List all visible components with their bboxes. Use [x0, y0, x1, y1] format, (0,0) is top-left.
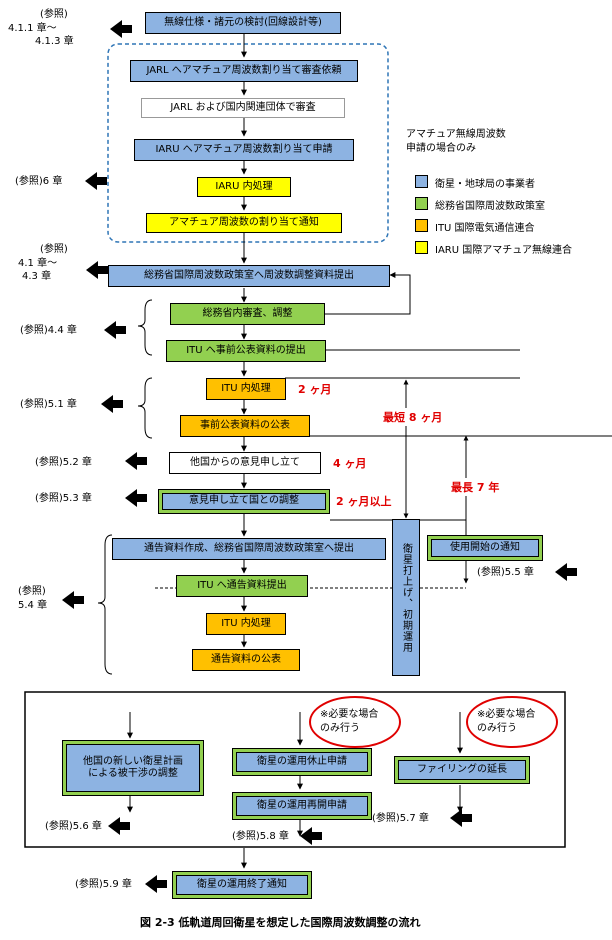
duration-max-7-years: 最長 7 年	[450, 478, 501, 496]
box-itu-process-2: ITU 内処理	[206, 613, 286, 635]
ref-5-6: (参照)5.6 章	[45, 821, 102, 832]
box-suspension-request: 衛星の運用休止申請	[232, 748, 372, 776]
legend-label-operator: 衛星・地球局の事業者	[435, 179, 535, 190]
ref-5-8: (参照)5.8 章	[232, 831, 289, 842]
box-itu-process-1: ITU 内処理	[206, 378, 286, 400]
ref-5-3: (参照)5.3 章	[35, 493, 92, 504]
box-mic-review: 総務省内審査、調整	[170, 303, 325, 325]
box-launch-initial-ops: 衛星打上げ、初期運用	[392, 519, 420, 676]
box-prepare-notification: 通告資料作成、総務省国際周波数政策室へ提出	[112, 538, 386, 560]
duration-min-8-months: 最短 8 ヶ月	[382, 408, 444, 426]
box-publish-api: 事前公表資料の公表	[180, 415, 310, 437]
box-iaru-apply: IARU へアマチュア周波数割り当て申請	[134, 139, 354, 161]
box-end-of-operation: 衛星の運用終了通知	[172, 871, 312, 899]
box-objection: 他国からの意見申し立て	[169, 452, 321, 474]
ref-5-9: (参照)5.9 章	[75, 879, 132, 890]
ref-4-4: (参照)4.4 章	[20, 325, 77, 336]
ref-5-2: (参照)5.2 章	[35, 457, 92, 468]
ref-5-4: (参照) 5.4 章	[18, 586, 48, 611]
box-coordinate-objecting: 意見申し立て国との調整	[158, 489, 330, 514]
legend-swatch-itu	[415, 219, 428, 232]
ref-5-7: (参照)5.7 章	[372, 813, 429, 824]
note-optional-1: ※必要な場合 のみ行う	[320, 709, 379, 734]
ref-5-1: (参照)5.1 章	[20, 399, 77, 410]
legend-swatch-iaru	[415, 241, 428, 254]
legend-label-mic: 総務省国際周波数政策室	[435, 201, 545, 212]
box-submit-notification: ITU へ通告資料提出	[176, 575, 308, 597]
box-bringing-into-use: 使用開始の通知	[427, 535, 543, 561]
duration-4-months: 4 ヶ月	[333, 457, 367, 470]
box-radio-spec-study: 無線仕様・諸元の検討(回線設計等)	[145, 12, 341, 34]
box-submit-api: ITU へ事前公表資料の提出	[166, 340, 326, 362]
box-filing-extension: ファイリングの延長	[394, 756, 530, 784]
legend-swatch-operator	[415, 175, 428, 188]
ref-4-1: (参照) 4.1 章〜 4.3 章	[18, 244, 68, 282]
legend-swatch-mic	[415, 197, 428, 210]
legend-label-iaru: IARU 国際アマチュア無線連合	[435, 245, 573, 256]
ref-5-5: (参照)5.5 章	[477, 567, 534, 578]
box-publish-notification: 通告資料の公表	[192, 649, 300, 671]
duration-2-months: 2 ヶ月	[298, 383, 332, 396]
box-iaru-process: IARU 内処理	[197, 177, 291, 197]
legend-label-itu: ITU 国際電気通信連合	[435, 223, 535, 234]
box-new-satellite-interference: 他国の新しい衛星計画による被干渉の調整	[62, 740, 204, 796]
box-jarl-review: JARL および国内関連団体で審査	[141, 98, 345, 118]
box-amateur-allocation-notice: アマチュア周波数の割り当て通知	[146, 213, 342, 233]
ref-4-1-1: (参照) 4.1.1 章〜 4.1.3 章	[8, 9, 74, 47]
box-submit-coordination-data: 総務省国際周波数政策室へ周波数調整資料提出	[108, 265, 390, 287]
box-resumption-request: 衛星の運用再開申請	[232, 792, 372, 820]
figure-caption: 図 2-3 低軌道周回衛星を想定した国際周波数調整の流れ	[140, 916, 421, 929]
note-amateur-only: アマチュア無線周波数 申請の場合のみ	[406, 129, 506, 154]
duration-2-months-plus: 2 ヶ月以上	[336, 495, 392, 508]
note-optional-2: ※必要な場合 のみ行う	[477, 709, 536, 734]
ref-6: (参照)6 章	[15, 176, 63, 187]
box-jarl-request: JARL へアマチュア周波数割り当て審査依頼	[130, 60, 358, 82]
